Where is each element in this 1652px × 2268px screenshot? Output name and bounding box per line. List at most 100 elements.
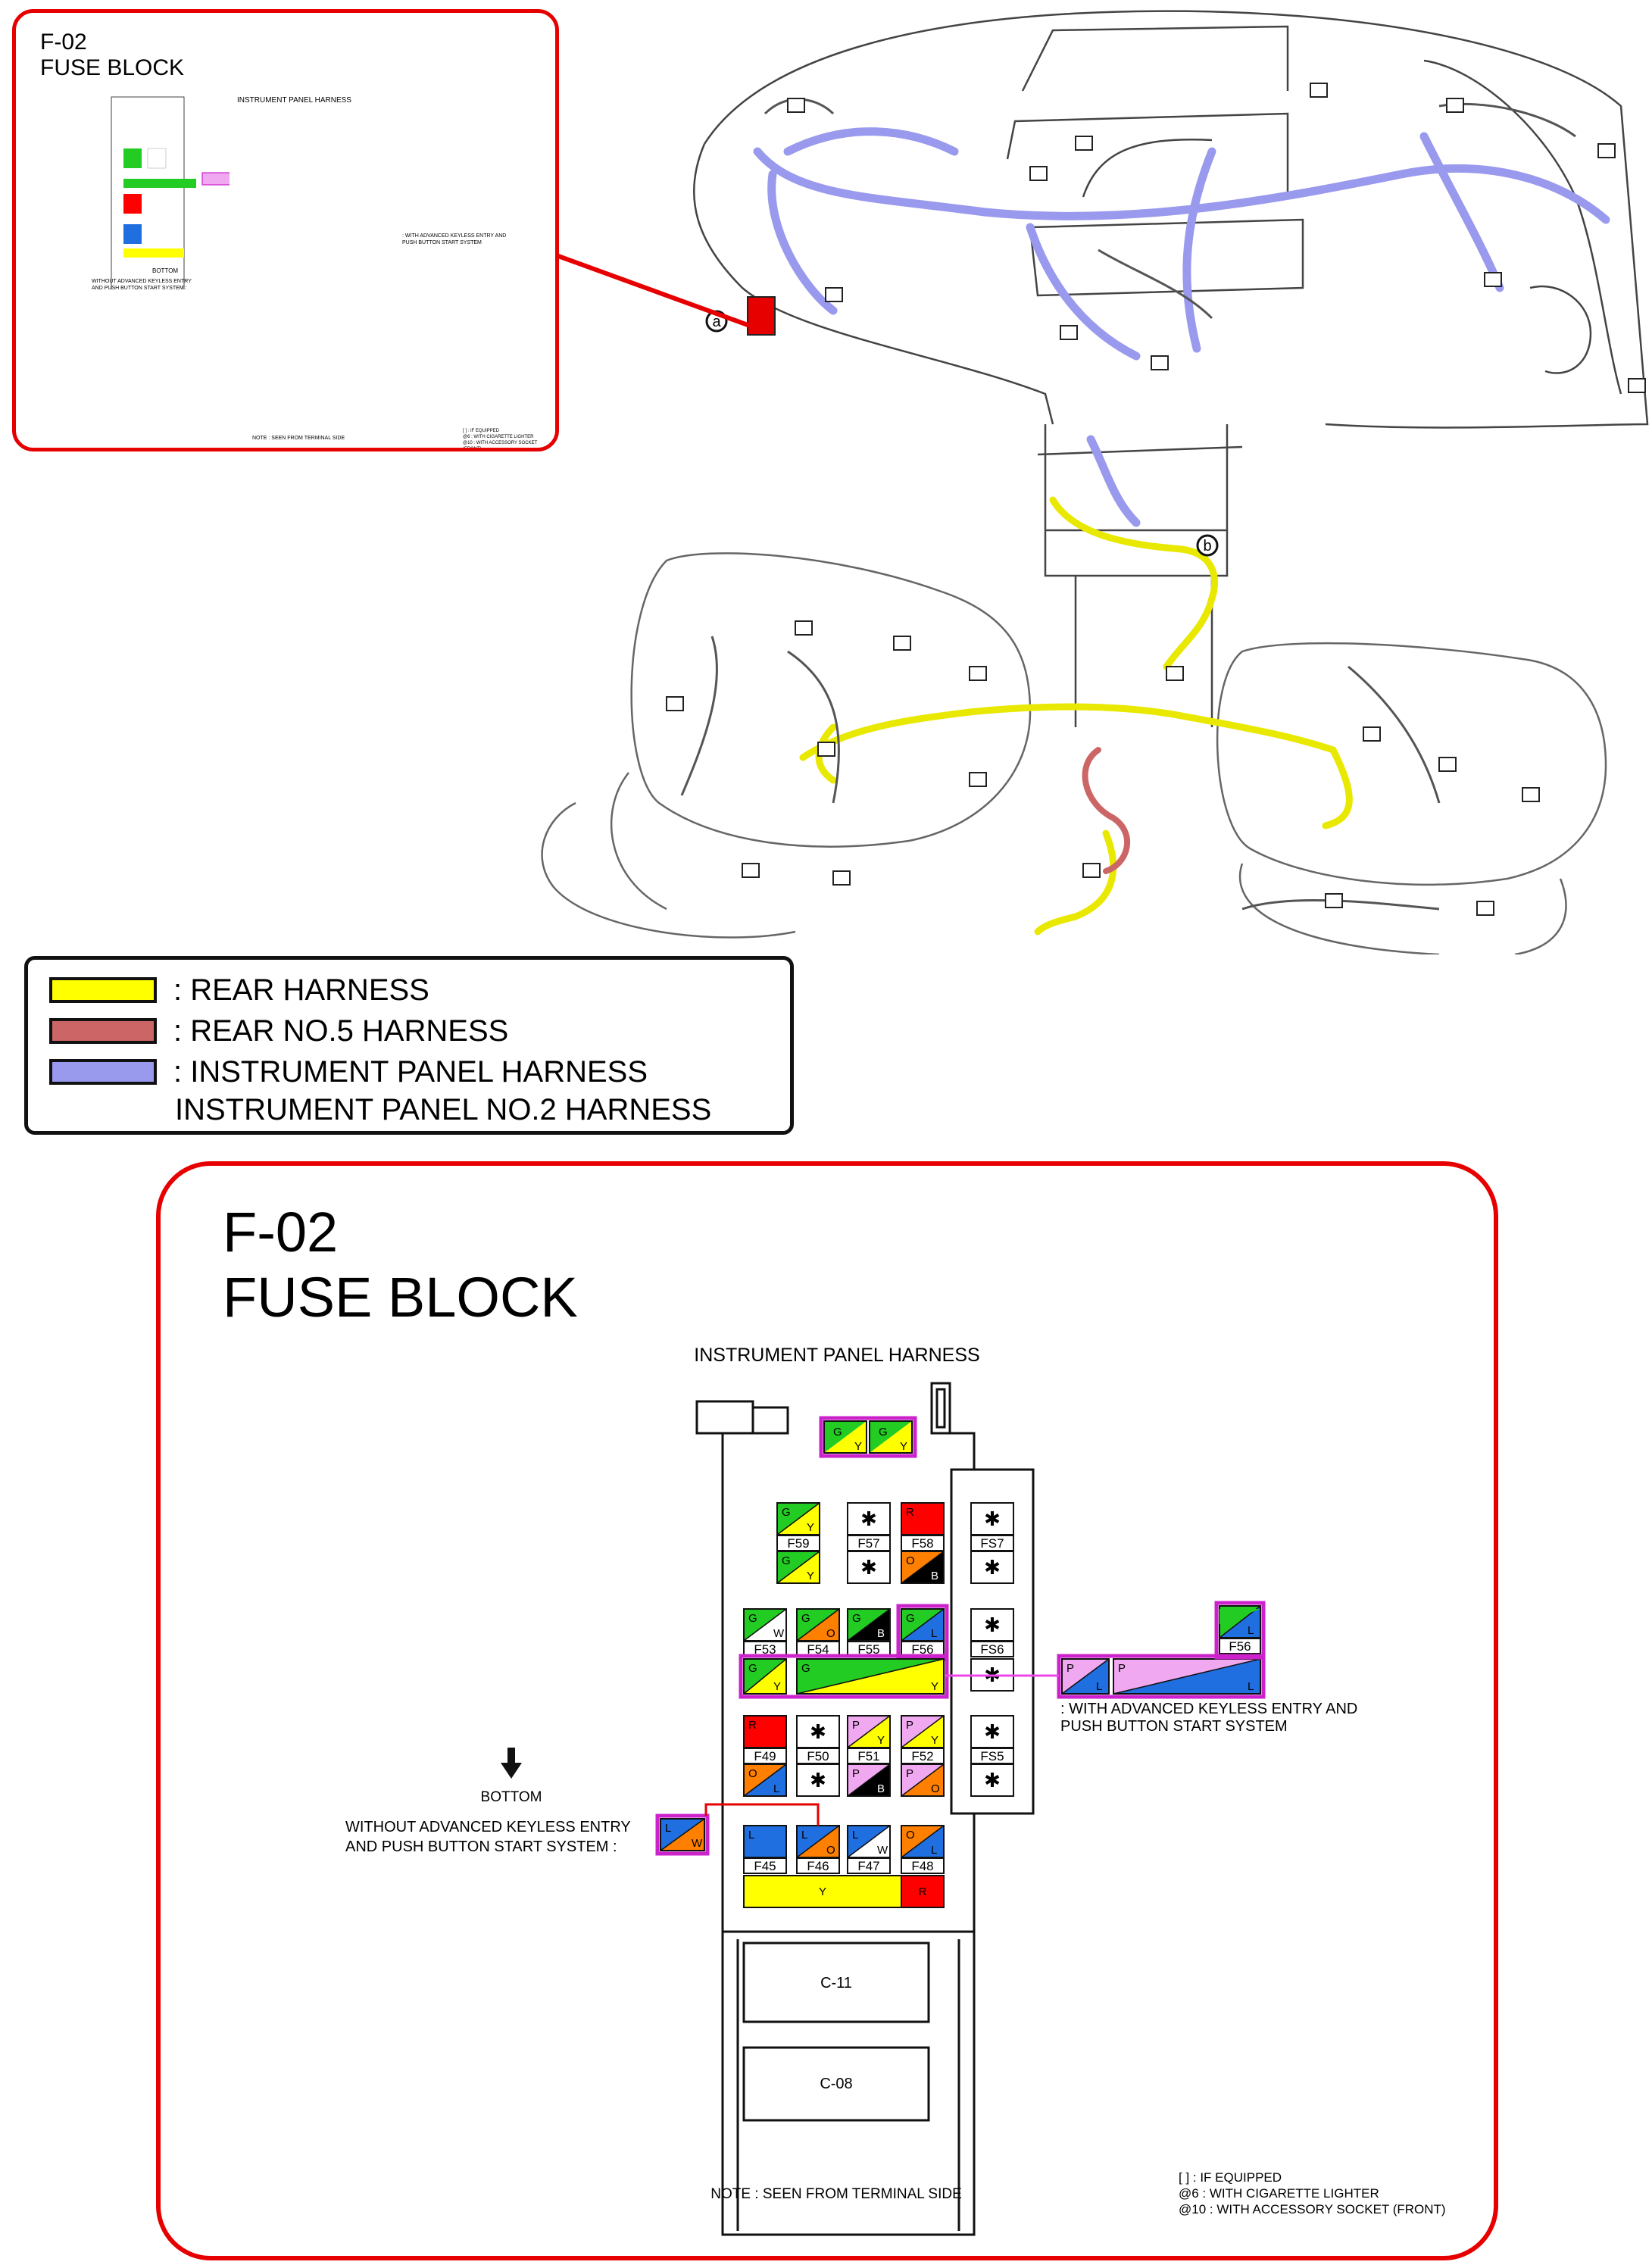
wire-letter: Y (807, 1521, 814, 1534)
without-advanced-keyless-note-line2: AND PUSH BUTTON START SYSTEM : (345, 1838, 617, 1855)
wire-letter: O (906, 1829, 915, 1842)
terminal-outline (1061, 1658, 1110, 1695)
connector-c08-label: C-08 (820, 2076, 852, 2092)
wire-letter: G (852, 1612, 861, 1625)
wire-letter: P (906, 1767, 913, 1780)
wire-letter: L (773, 1782, 779, 1795)
harness-label: INSTRUMENT PANEL HARNESS (694, 1345, 979, 1366)
fuse-label: F54 (807, 1642, 829, 1657)
wire-letter: G (906, 1612, 915, 1625)
empty-terminal (796, 1763, 840, 1797)
thumbnail-without-note-line1: WITHOUT ADVANCED KEYLESS ENTRY (92, 279, 192, 284)
terminal-divider (901, 1551, 945, 1584)
wire-letter: G (801, 1662, 810, 1675)
legend-row-rear-no5: : REAR NO.5 HARNESS (49, 1013, 508, 1049)
fuse-label-box (847, 1857, 891, 1874)
thumbnail-title: FUSE BLOCK (40, 55, 185, 80)
thumbnail-id: F-02 (40, 30, 87, 55)
bottom-arrow-icon (501, 1748, 522, 1779)
empty-terminal-star-icon: ✱ (860, 1556, 877, 1579)
wire-letter: G (748, 1612, 757, 1625)
terminal-divider (847, 1715, 891, 1748)
terminal-divider (901, 1763, 945, 1797)
thumbnail-with-note-line2: PUSH BUTTON START SYSTEM (402, 240, 482, 245)
wire-letter: B (877, 1782, 885, 1795)
empty-terminal-star-icon: ✱ (984, 1769, 1001, 1792)
top-relay-terminals: G Y G Y (819, 1416, 917, 1458)
legend-row-rear: : REAR HARNESS (49, 972, 429, 1008)
terminal-divider (901, 1608, 945, 1642)
legend-label: : INSTRUMENT PANEL HARNESS (173, 1054, 648, 1089)
wire-letter: P (852, 1719, 860, 1732)
wire-letter: L (801, 1829, 807, 1842)
wire-letter: Y (931, 1680, 938, 1693)
fuse-label: F52 (911, 1749, 933, 1763)
wire-letter: G (833, 1426, 842, 1439)
callout-line (557, 254, 751, 328)
thumbnail-footnotes: [ ] : IF EQUIPPED @6 : WITH CIGARETTE LI… (463, 428, 555, 448)
wire-letter: G (782, 1506, 791, 1519)
fuse-label: F46 (807, 1859, 829, 1873)
without-advanced-keyless-note: WITHOUT ADVANCED KEYLESS ENTRY (345, 1819, 631, 1835)
legend-swatch-yellow (49, 977, 157, 1003)
rear-no5-harness-path (1082, 747, 1130, 874)
terminal-color-a (1219, 1609, 1260, 1624)
empty-terminal (970, 1763, 1014, 1797)
fuse-label: F57 (857, 1536, 879, 1551)
fuse-label-box (743, 1857, 787, 1874)
terminal (901, 1875, 945, 1908)
fuse-label-box (796, 1857, 840, 1874)
wire-letter: B (931, 1570, 938, 1582)
fuse-label: F59 (787, 1536, 809, 1551)
wire-letter: L (748, 1829, 754, 1842)
wire-letter: G (782, 1554, 791, 1567)
wire-letter: P (1118, 1662, 1126, 1675)
empty-terminal (796, 1715, 840, 1748)
fuse-label: F53 (754, 1642, 776, 1657)
thumbnail-with-note-line1: : WITH ADVANCED KEYLESS ENTRY AND (402, 233, 507, 239)
terminal-divider (796, 1608, 840, 1642)
fuse-label: F58 (911, 1536, 933, 1551)
terminal-divider (776, 1502, 820, 1535)
legend-swatch-brown (49, 1018, 157, 1044)
terminal-outline (743, 1658, 787, 1695)
connector-c11-label: C-11 (820, 1975, 852, 1992)
fuse-label: FS5 (980, 1749, 1004, 1763)
terminal-divider (847, 1825, 891, 1858)
fuse-label: F56 (1229, 1639, 1251, 1654)
terminal-outline (1113, 1658, 1261, 1695)
terminal-divider (1113, 1658, 1261, 1695)
wire-letter: O (826, 1627, 835, 1640)
terminal-divider (1061, 1658, 1110, 1695)
fuse-cavities: GYF59GY✱F57✱RF58OB✱FS7✱GWF53GOF54GBF55GL… (655, 1502, 1261, 1908)
harness-legend: : REAR HARNESS : REAR NO.5 HARNESS : INS… (24, 956, 794, 1135)
legend-label: : REAR NO.5 HARNESS (173, 1014, 509, 1048)
legend-swatch-blue (49, 1059, 157, 1085)
terminal-outline (743, 1763, 787, 1797)
with-advanced-keyless-note: : WITH ADVANCED KEYLESS ENTRY AND (1060, 1701, 1357, 1717)
terminal-outline (796, 1658, 945, 1695)
terminal-outline (660, 1818, 705, 1851)
fuse-block-title: FUSE BLOCK (223, 1266, 578, 1329)
legend-row-instrument-panel: : INSTRUMENT PANEL HARNESS (49, 1054, 648, 1090)
terminal-side-note: NOTE : SEEN FROM TERMINAL SIDE (710, 2186, 962, 2202)
wire-letter: G (879, 1426, 888, 1439)
wire-letter: P (852, 1767, 860, 1780)
wire-letter: L (931, 1844, 937, 1857)
empty-terminal-star-icon: ✱ (984, 1507, 1001, 1530)
fuse-label-box (1219, 1638, 1261, 1654)
svg-text:b: b (1203, 538, 1211, 555)
wire-letter: W (877, 1844, 888, 1857)
fuse-block-location-marker (747, 296, 776, 336)
thumbnail-terminal-note: NOTE : SEEN FROM TERMINAL SIDE (252, 436, 345, 441)
terminal-divider (743, 1608, 787, 1642)
footnote-cigarette-lighter: @6 : WITH CIGARETTE LIGHTER (1179, 2186, 1379, 2201)
terminal (743, 1825, 787, 1858)
terminal-divider (743, 1658, 787, 1695)
empty-terminal-star-icon: ✱ (810, 1720, 826, 1743)
terminal-outline (901, 1763, 945, 1797)
empty-terminal (970, 1715, 1014, 1748)
fuse-label: F55 (857, 1642, 879, 1657)
terminal-outline (776, 1551, 820, 1584)
